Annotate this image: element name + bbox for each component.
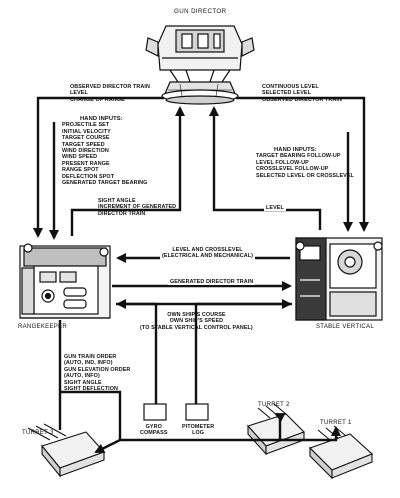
label-line: PITOMETER	[182, 424, 215, 430]
label-level-crosslevel: LEVEL AND CROSSLEVEL (ELECTRICAL AND MEC…	[160, 247, 256, 260]
line-director-to-stable-vertical	[236, 96, 370, 233]
pitometer-log-box	[185, 403, 209, 421]
label-line: GUN TRAIN ORDER	[64, 354, 117, 360]
line-to-turret-2	[274, 412, 286, 423]
rangekeeper-hand-inputs: HAND INPUTS: PROJECTILE SET INITIAL VELO…	[62, 116, 147, 186]
line-rangekeeper-to-director	[70, 105, 186, 236]
label-turret-2: TURRET 2	[258, 402, 290, 408]
turret-1-drawing	[308, 425, 374, 480]
label-line: SIGHT ANGLE	[98, 198, 136, 204]
turret-2-drawing	[247, 403, 305, 456]
hand-inputs-title: HAND INPUTS:	[80, 116, 123, 122]
hand-input-item: RANGE SPOT	[62, 167, 99, 174]
label-line: OWN SHIP'S SPEED	[169, 318, 224, 325]
label-line: CONTINUOUS LEVEL	[262, 84, 319, 90]
label-line: (TO STABLE VERTICAL CONTROL PANEL)	[140, 324, 253, 331]
label-line: COMPASS	[140, 430, 168, 437]
label-director-to-stable-vertical: CONTINUOUS LEVEL SELECTED LEVEL OBSERVED…	[262, 84, 342, 103]
label-turret-3: TURRET 3	[22, 430, 54, 436]
label-turret-1: TURRET 1	[320, 420, 352, 426]
hand-input-item: LEVEL FOLLOW-UP	[256, 159, 309, 166]
gun-director-drawing	[145, 25, 255, 105]
label-line: (AUTO, IND, INFO)	[64, 360, 113, 367]
label-line: LEVEL	[70, 90, 88, 97]
stable-vertical-hand-inputs: HAND INPUTS: TARGET BEARING FOLLOW-UP LE…	[256, 147, 354, 179]
hand-input-item: TARGET SPEED	[62, 141, 105, 148]
rangekeeper-drawing	[19, 243, 111, 319]
hand-input-item: DEFLECTION SPOT	[62, 173, 115, 180]
stable-vertical-drawing	[295, 237, 383, 321]
label-line: INCREMENT OF GENERATED	[98, 204, 177, 211]
hand-input-item: PRESENT RANGE	[62, 160, 110, 167]
label-gun-orders: GUN TRAIN ORDER (AUTO, IND, INFO) GUN EL…	[64, 354, 130, 392]
hand-input-item: WIND DIRECTION	[62, 148, 109, 155]
hand-input-item: SELECTED LEVEL OR CROSSLEVEL	[256, 172, 354, 179]
label-level: LEVEL	[264, 205, 286, 212]
label-line: DIRECTOR TRAIN	[98, 210, 146, 217]
label-line: CHANGE OF RANGE	[70, 96, 125, 103]
line-to-turret-1	[280, 425, 342, 442]
label-line: OWN SHIP'S COURSE	[167, 312, 226, 318]
label-line: SIGHT ANGLE	[64, 379, 102, 386]
gyro-compass-box	[143, 403, 167, 421]
line-director-to-rangekeeper	[32, 96, 164, 239]
label-stable-vertical: STABLE VERTICAL	[316, 324, 374, 330]
label-line: SELECTED LEVEL	[262, 90, 312, 97]
hand-inputs-title: HAND INPUTS:	[274, 147, 317, 153]
line-to-turrets	[60, 390, 282, 442]
label-line: OBSERVED DIRECTOR TRAIN	[262, 96, 342, 103]
label-line: LEVEL AND CROSSLEVEL	[172, 247, 243, 253]
label-gyro-compass: GYRO COMPASS	[140, 424, 168, 437]
label-line: LOG	[192, 430, 205, 437]
label-line: OBSERVED DIRECTOR TRAIN	[70, 84, 150, 90]
hand-input-item: WIND SPEED	[62, 154, 98, 161]
label-director-to-rangekeeper: OBSERVED DIRECTOR TRAIN LEVEL CHANGE OF …	[70, 84, 150, 103]
label-line: (AUTO, INFO)	[64, 373, 100, 380]
hand-input-item: CROSSLEVEL FOLLOW-UP	[256, 166, 329, 173]
label-generated-director-train: GENERATED DIRECTOR TRAIN	[168, 279, 256, 286]
label-rangekeeper-to-director: SIGHT ANGLE INCREMENT OF GENERATED DIREC…	[98, 198, 176, 217]
label-line: SIGHT DEFLECTION	[64, 386, 119, 393]
label-own-ship: OWN SHIP'S COURSE OWN SHIP'S SPEED (TO S…	[140, 312, 253, 331]
label-line: (ELECTRICAL AND MECHANICAL)	[162, 253, 254, 260]
gun-director-title: GUN DIRECTOR	[174, 8, 227, 15]
label-line: GYRO	[145, 424, 162, 430]
hand-input-item: PROJECTILE SET	[62, 122, 110, 129]
line-to-turret-3	[94, 438, 121, 454]
hand-input-item: INITIAL VELOCITY	[62, 128, 111, 135]
label-pitometer-log: PITOMETER LOG	[182, 424, 214, 437]
hand-input-item: GENERATED TARGET BEARING	[62, 180, 148, 187]
label-rangekeeper: RANGEKEEPER	[18, 324, 67, 330]
hand-input-item: TARGET COURSE	[62, 135, 110, 142]
hand-input-item: TARGET BEARING FOLLOW-UP	[256, 153, 341, 160]
label-line: GUN ELEVATION ORDER	[64, 366, 131, 373]
